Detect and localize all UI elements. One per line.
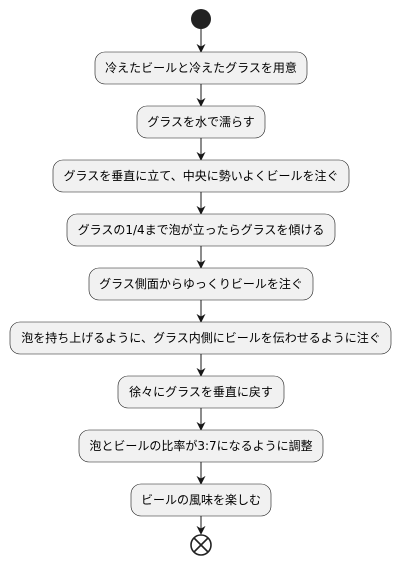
end-node-icon [190, 534, 212, 556]
step-node-9: ビールの風味を楽しむ [130, 483, 272, 517]
step-node-2: グラスを水で濡らす [136, 105, 266, 139]
step-label: グラスを水で濡らす [147, 115, 255, 129]
start-node-icon [191, 9, 211, 29]
step-node-6: 泡を持ち上げるように、グラス内側にビールを伝わせるように注ぐ [9, 321, 392, 355]
step-label: 泡を持ち上げるように、グラス内側にビールを伝わせるように注ぐ [21, 330, 380, 345]
step-label: 徐々にグラスを垂直に戻す [129, 384, 273, 399]
step-label: グラス側面からゆっくりビールを注ぐ [99, 276, 303, 291]
step-node-8: 泡とビールの比率が3:7になるように調整 [78, 429, 324, 463]
step-label: ビールの風味を楽しむ [141, 493, 261, 507]
step-label: 冷えたビールと冷えたグラスを用意 [105, 60, 297, 75]
step-node-5: グラス側面からゆっくりビールを注ぐ [88, 267, 314, 301]
step-label: 泡とビールの比率が3:7になるように調整 [89, 438, 312, 453]
step-label: グラスの1/4まで泡が立ったらグラスを傾ける [78, 222, 325, 237]
step-node-4: グラスの1/4まで泡が立ったらグラスを傾ける [66, 213, 336, 247]
step-node-7: 徐々にグラスを垂直に戻す [117, 375, 285, 409]
step-node-1: 冷えたビールと冷えたグラスを用意 [94, 51, 308, 85]
step-label: グラスを垂直に立て、中央に勢いよくビールを注ぐ [64, 168, 339, 183]
step-node-3: グラスを垂直に立て、中央に勢いよくビールを注ぐ [52, 159, 350, 193]
